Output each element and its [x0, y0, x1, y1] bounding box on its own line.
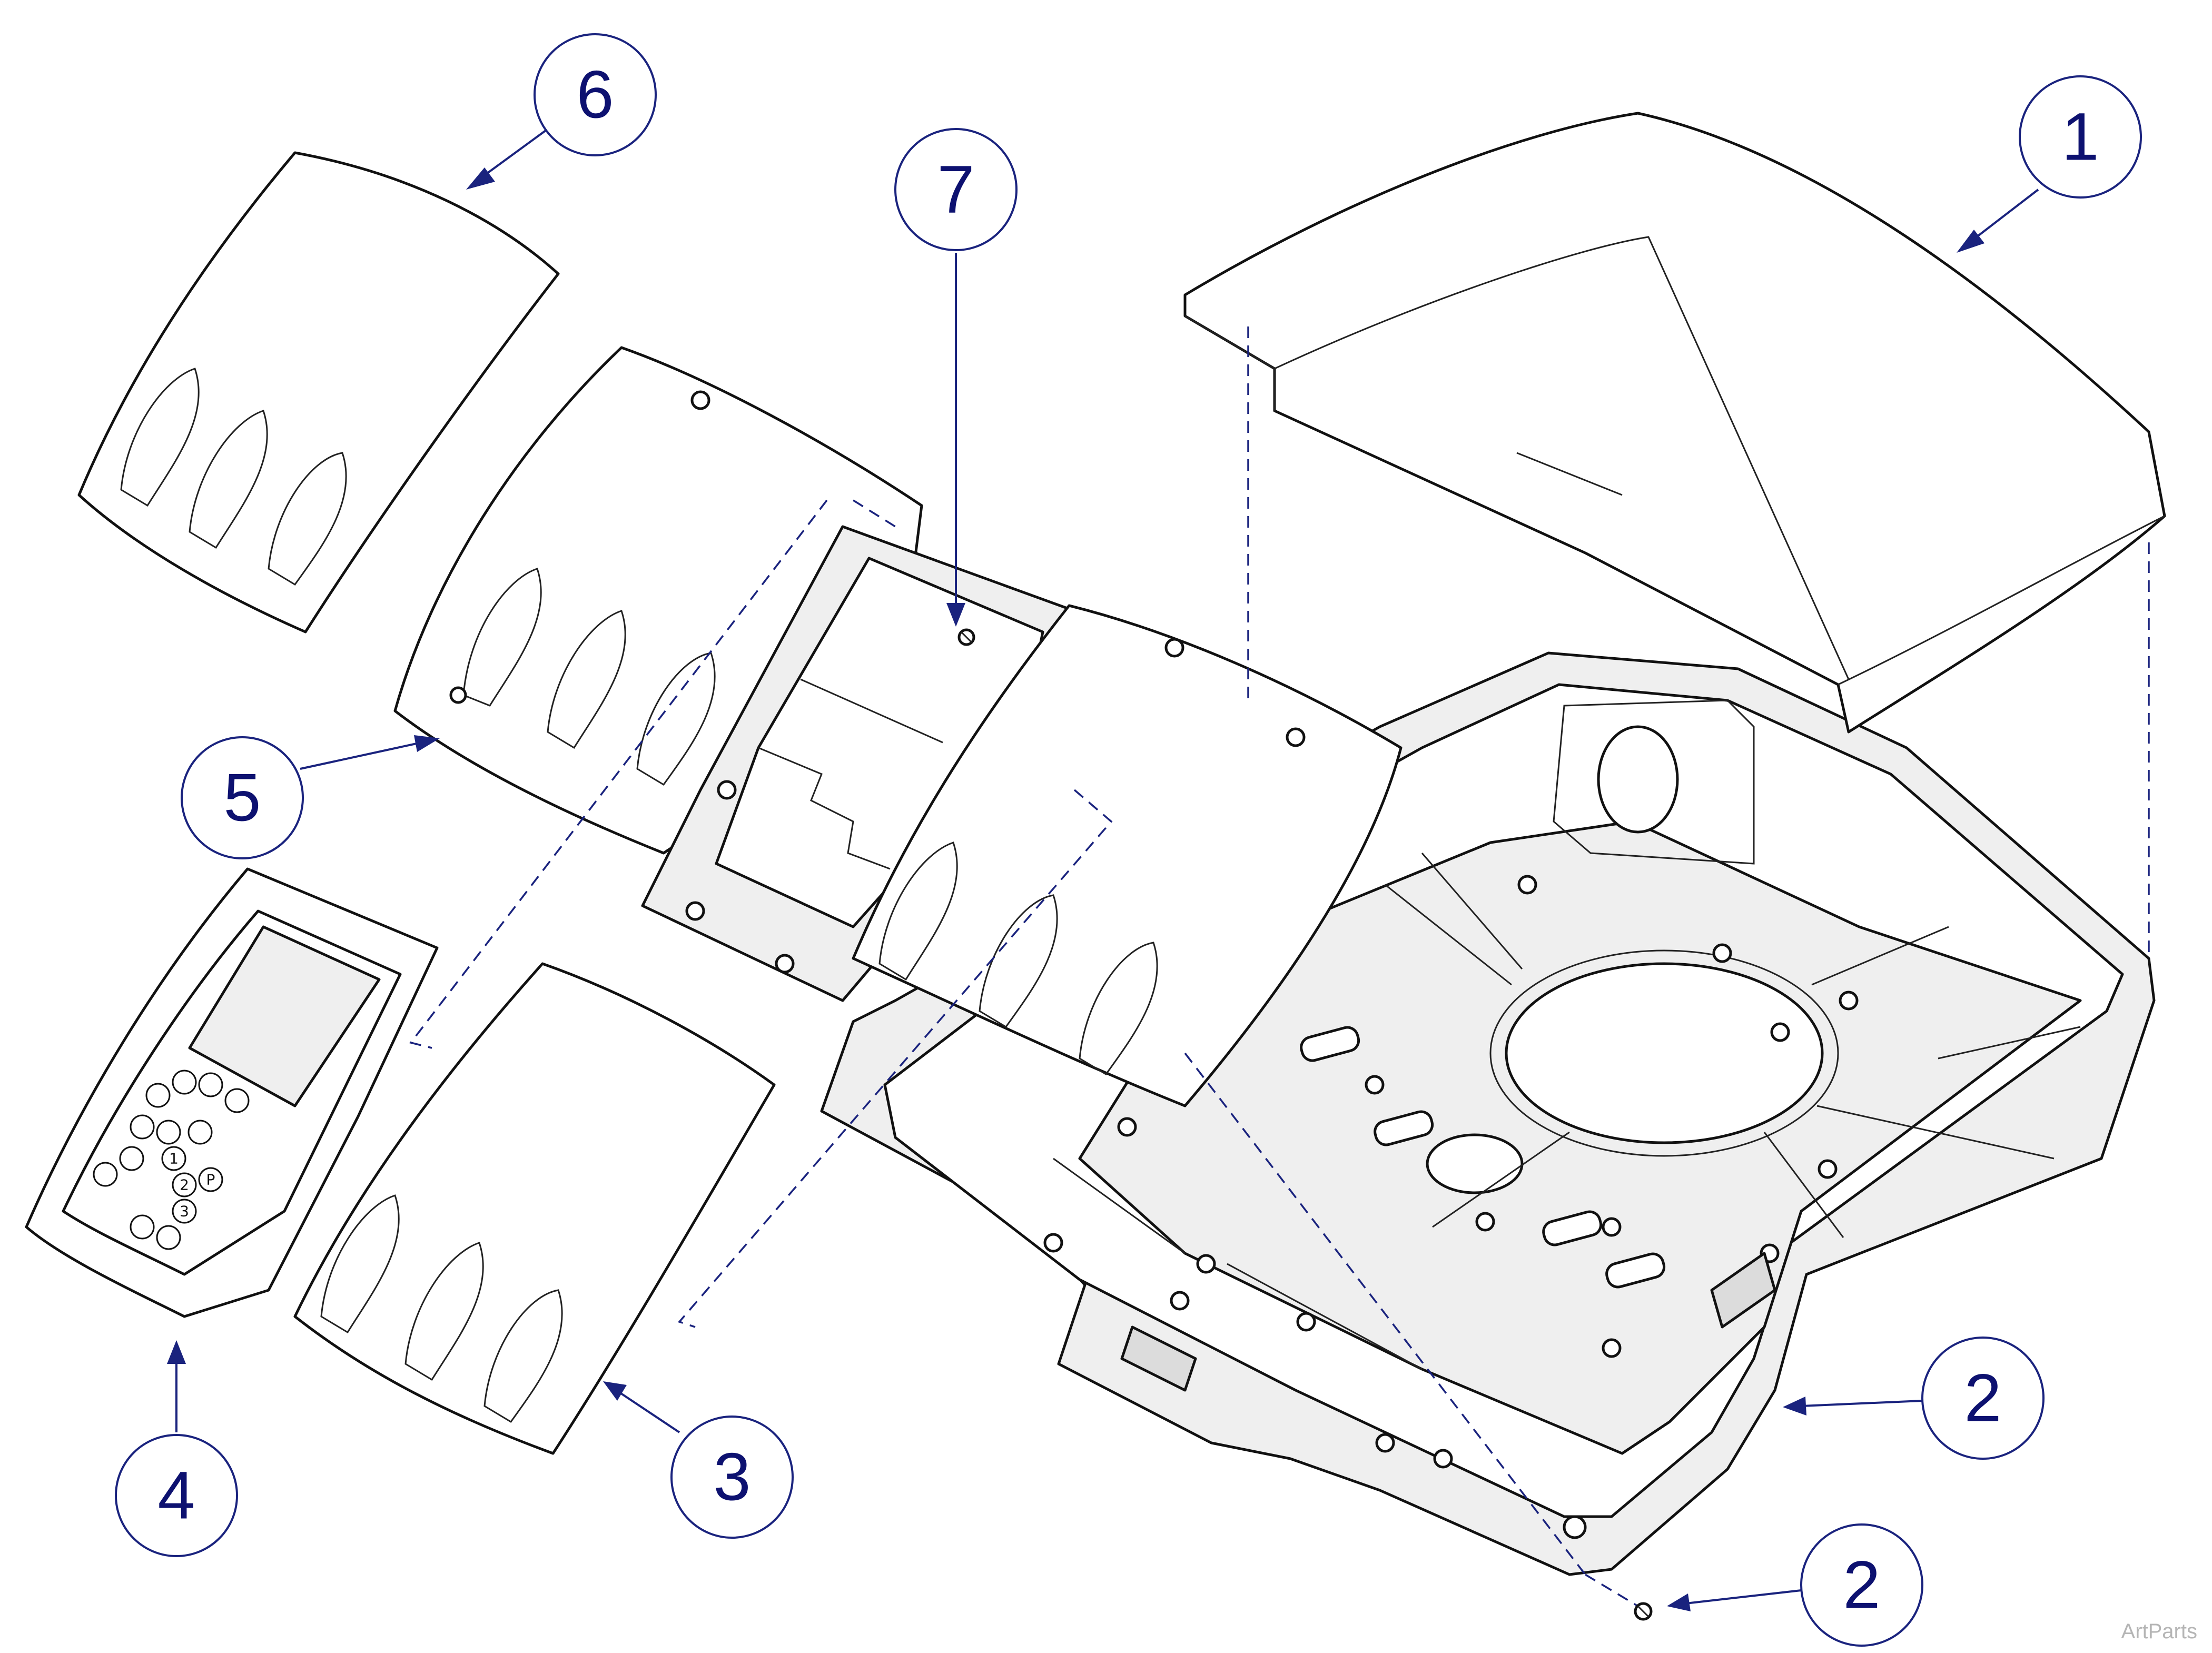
callout-circle-3 — [670, 1416, 794, 1539]
callout-circle-6 — [534, 33, 657, 156]
keypad-keys: 1 2 P 3 — [93, 1070, 250, 1250]
callout-label-6: 6 — [576, 57, 614, 133]
center-opening — [1505, 962, 1824, 1144]
screw-2 — [1634, 1602, 1653, 1621]
display-window — [188, 925, 381, 1107]
keypad-4: 1 2 P 3 — [25, 867, 439, 1318]
callout-circle-2-housing — [1921, 1337, 2045, 1460]
callout-label-1: 1 — [2061, 100, 2099, 175]
callout-circle-4 — [115, 1434, 238, 1557]
keypad-key-3: 3 — [180, 1203, 189, 1220]
top-cover — [1183, 112, 2166, 734]
assembly-lines — [409, 326, 2150, 1607]
callout-label-2-housing: 2 — [1964, 1361, 2001, 1436]
callout-circle-1 — [2019, 75, 2142, 199]
keypad-key-1: 1 — [169, 1150, 179, 1167]
keypad-key-p: P — [206, 1171, 215, 1189]
center-frame — [641, 525, 1076, 1002]
base-slots — [1300, 1026, 1666, 1289]
screw-7 — [957, 628, 975, 646]
callout-circle-7 — [894, 128, 1018, 251]
callout-label-2-screw: 2 — [1843, 1548, 1880, 1623]
mounting-bosses — [1043, 875, 1859, 1539]
callouts: 6 7 1 5 4 3 2 2 — [115, 33, 2142, 1647]
side-panel-6 — [77, 151, 560, 634]
callout-circle-5 — [181, 736, 304, 859]
callout-label-4: 4 — [157, 1458, 195, 1533]
watermark: ArtParts — [2121, 1620, 2197, 1643]
callout-circle-2-screw — [1800, 1523, 1923, 1647]
callout-label-7: 7 — [937, 152, 974, 227]
front-panel — [852, 604, 1403, 1107]
keypad-key-2: 2 — [180, 1176, 189, 1194]
side-latch — [1710, 1252, 1776, 1329]
side-panel-3 — [293, 962, 776, 1455]
callout-label-3: 3 — [713, 1440, 750, 1515]
callout-label-5: 5 — [223, 760, 261, 836]
